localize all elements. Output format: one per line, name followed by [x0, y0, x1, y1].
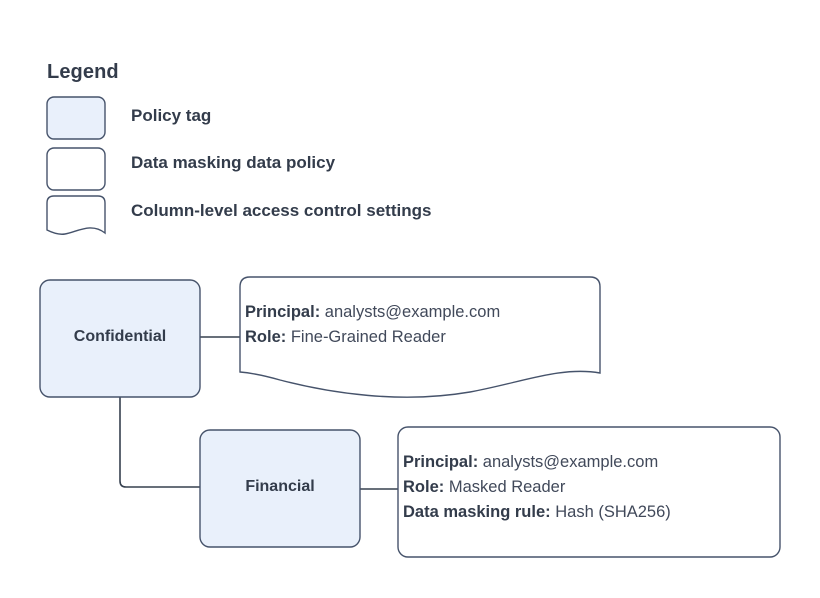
callout2-line-role-key: Role: — [403, 478, 445, 496]
connector-confidential-to-financial — [119, 397, 200, 488]
legend-label-column-access-settings: Column-level access control settings — [131, 201, 432, 220]
callout1-line-principal: Principal: analysts@example.com — [245, 300, 500, 325]
callout2-line-role: Role: Masked Reader — [403, 475, 671, 500]
callout1-line-principal-value: analysts@example.com — [324, 303, 501, 321]
callout2-line-principal-value: analysts@example.com — [482, 453, 659, 471]
policy-tag-swatch — [46, 96, 106, 140]
legend-title: Legend — [47, 61, 119, 83]
callout-financial-text: Principal: analysts@example.com Role: Ma… — [403, 450, 671, 525]
callout1-line-principal-key: Principal: — [245, 303, 321, 321]
callout2-line-role-value: Masked Reader — [448, 478, 566, 496]
node-label-confidential: Confidential — [73, 328, 167, 345]
callout-confidential-text: Principal: analysts@example.com Role: Fi… — [245, 300, 500, 350]
callout-financial-masking-policy[interactable] — [397, 426, 781, 558]
callout2-line-principal: Principal: analysts@example.com — [403, 450, 671, 475]
callout2-line-principal-key: Principal: — [403, 453, 479, 471]
callout1-line-role: Role: Fine-Grained Reader — [245, 325, 500, 350]
data-masking-policy-swatch — [46, 147, 106, 191]
legend-label-data-masking-policy: Data masking data policy — [131, 153, 336, 172]
node-confidential[interactable] — [39, 279, 201, 398]
callout2-line-masking-rule: Data masking rule: Hash (SHA256) — [403, 500, 671, 525]
callout2-line-masking-rule-value: Hash (SHA256) — [555, 503, 671, 521]
callout-confidential-access-settings[interactable] — [239, 276, 601, 398]
node-financial[interactable] — [199, 429, 361, 548]
node-label-financial: Financial — [245, 478, 315, 495]
legend-label-policy-tag: Policy tag — [131, 106, 212, 125]
callout2-line-masking-rule-key: Data masking rule: — [403, 503, 551, 521]
column-access-settings-swatch — [46, 195, 106, 235]
callout1-line-role-value: Fine-Grained Reader — [290, 328, 446, 346]
callout1-line-role-key: Role: — [245, 328, 287, 346]
